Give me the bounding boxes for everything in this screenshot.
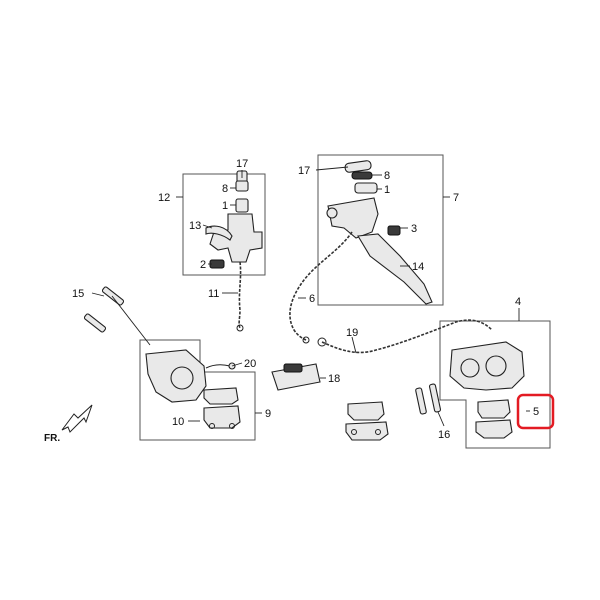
- highlight-box-part-5: [516, 393, 555, 430]
- diaphragm-front: [351, 171, 373, 180]
- rear-master-cylinder-body: [209, 213, 263, 263]
- caliper-bolts-15: [83, 286, 125, 333]
- front-hose-fitting: [302, 336, 310, 344]
- plate-rear: [235, 198, 249, 213]
- front-hose-6: [289, 231, 353, 341]
- front-brake-lever-14: [357, 233, 433, 305]
- label-14: 14: [412, 261, 424, 273]
- label-20: 20: [244, 358, 256, 370]
- label-11: 11: [208, 288, 219, 300]
- rear-hose-fitting: [236, 324, 244, 332]
- caliper-bolts-16: [415, 383, 442, 415]
- diaphragm-rear: [235, 180, 249, 192]
- label-6: 6: [309, 293, 315, 305]
- front-marker-label: FR.: [44, 433, 60, 444]
- label-12: 12: [158, 192, 170, 204]
- hose-19-banjo: [317, 337, 327, 347]
- label-19: 19: [346, 327, 358, 339]
- label-1-front: 1: [384, 184, 390, 196]
- label-3: 3: [411, 223, 417, 235]
- label-4: 4: [515, 296, 521, 308]
- label-10: 10: [172, 416, 184, 428]
- front-caliper-piston-b: [485, 355, 507, 377]
- rear-switch: [209, 259, 225, 269]
- mount-bolt: [326, 207, 338, 219]
- label-7: 7: [453, 192, 459, 204]
- label-9: 9: [265, 408, 271, 420]
- rear-brake-pads-10: [203, 387, 241, 429]
- front-direction-marker: FR.: [44, 404, 93, 444]
- label-15: 15: [72, 288, 84, 300]
- front-caliper-piston-a: [460, 358, 480, 378]
- reservoir-cap-front: [344, 160, 372, 173]
- label-8-rear: 8: [222, 183, 228, 195]
- rear-caliper-piston: [170, 366, 194, 390]
- label-17-front: 17: [298, 165, 310, 177]
- leader-lines: [91, 166, 530, 427]
- label-16: 16: [438, 429, 450, 441]
- label-2: 2: [200, 259, 206, 271]
- front-switch-3: [387, 225, 401, 236]
- label-13: 13: [189, 220, 201, 232]
- label-17-rear: 17: [236, 158, 248, 170]
- rear-caliper-frame: [139, 339, 256, 441]
- middle-brake-pads: [345, 401, 389, 441]
- front-brake-pads-5: [475, 399, 513, 439]
- plate-front: [354, 182, 378, 194]
- label-1-rear: 1: [222, 200, 228, 212]
- brake-hose-19: [321, 319, 493, 354]
- label-5: 5: [533, 406, 539, 418]
- label-8-front: 8: [384, 170, 390, 182]
- callout-labels: 17 8 1 12 13 2 11 17 8 1 7 3 14 6 15 20 …: [72, 158, 539, 441]
- front-master-cylinder-body: [327, 197, 379, 239]
- front-master-cylinder-frame: [317, 154, 444, 306]
- rear-brake-lever: [205, 225, 233, 241]
- label-18: 18: [328, 373, 340, 385]
- front-caliper-frame: [439, 320, 551, 449]
- rear-hose-11: [238, 261, 242, 329]
- rear-caliper-bleeder-20: [205, 364, 231, 369]
- junction-block-top: [283, 363, 303, 373]
